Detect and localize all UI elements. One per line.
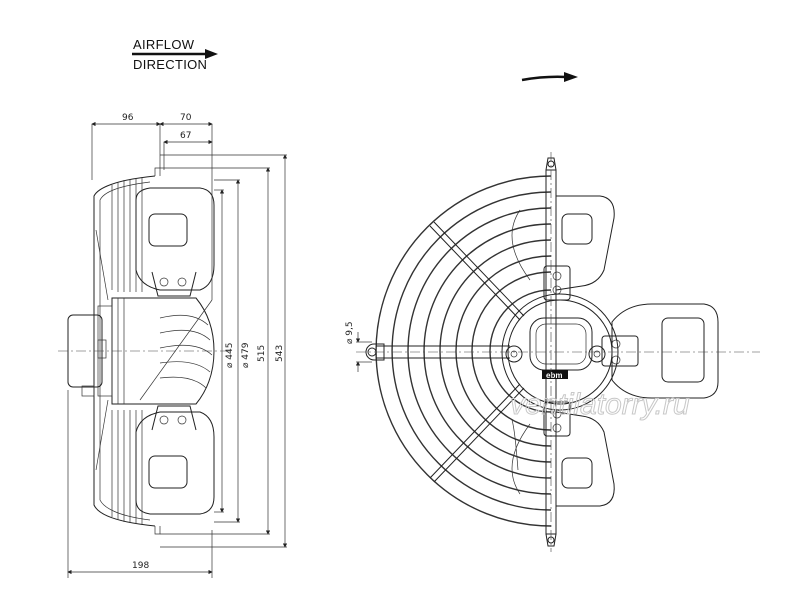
dim-543: 543: [275, 345, 285, 362]
airflow-label-line2: DIRECTION: [133, 57, 208, 72]
side-view: [58, 167, 232, 535]
dim-67: 67: [180, 131, 191, 141]
dim-70: 70: [180, 113, 192, 123]
dim-515: 515: [257, 345, 267, 362]
airflow-label-line1: AIRFLOW: [133, 37, 195, 52]
side-dimensions: [67, 121, 288, 578]
dim-hole-9-5: ⌀ 9,5: [345, 321, 355, 344]
motor-label: ebm: [546, 371, 562, 380]
airflow-arrow-icon: [132, 49, 218, 59]
front-view: [365, 157, 719, 547]
watermark: ventilatorry.ru: [510, 388, 690, 421]
rotation-arrow-icon: [521, 72, 578, 82]
hole-dimension: [355, 332, 372, 372]
dim-96: 96: [122, 113, 134, 123]
dim-198: 198: [132, 561, 149, 571]
dim-479: ⌀ 479: [241, 342, 251, 368]
dim-445: ⌀ 445: [225, 343, 235, 368]
